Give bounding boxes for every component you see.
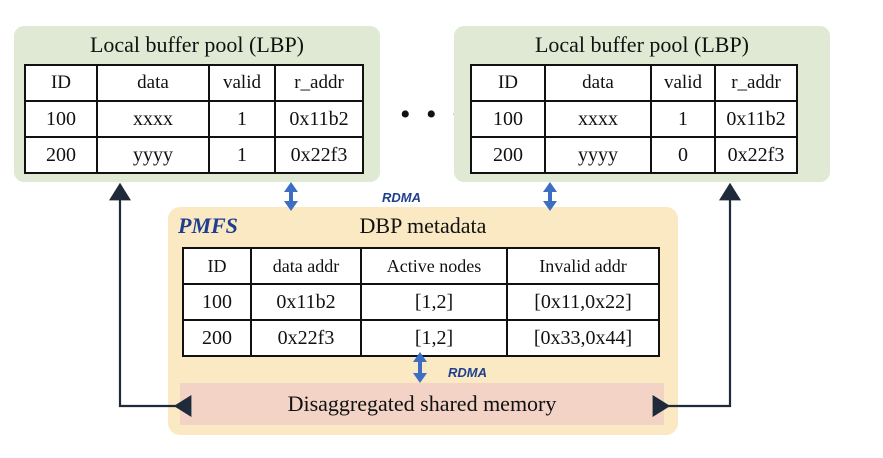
- cell-raddr: 0x22f3: [714, 136, 798, 174]
- cell-id: 100: [470, 100, 546, 138]
- cell-valid: 0: [650, 136, 716, 174]
- cell-invalid-addr: [0x11,0x22]: [506, 283, 660, 321]
- col-header-invalid-addr: Invalid addr: [506, 247, 660, 285]
- rdma-double-arrow-bottom: [413, 352, 427, 383]
- col-header-data: data: [96, 64, 210, 102]
- cell-data: yyyy: [96, 136, 210, 174]
- col-header-active-nodes: Active nodes: [360, 247, 508, 285]
- cell-id: 200: [182, 319, 252, 357]
- cell-data: xxxx: [96, 100, 210, 138]
- col-header-valid: valid: [208, 64, 276, 102]
- table-row: 200 yyyy 0 0x22f3: [470, 136, 798, 174]
- col-header-data: data: [544, 64, 652, 102]
- cell-active-nodes: [1,2]: [360, 283, 508, 321]
- lbp-left-table: ID data valid r_addr 100 xxxx 1 0x11b2 2…: [24, 64, 364, 174]
- cell-data-addr: 0x11b2: [250, 283, 362, 321]
- cell-raddr: 0x11b2: [274, 100, 364, 138]
- cell-data: yyyy: [544, 136, 652, 174]
- col-header-valid: valid: [650, 64, 716, 102]
- cell-data: xxxx: [544, 100, 652, 138]
- cell-invalid-addr: [0x33,0x44]: [506, 319, 660, 357]
- dbp-metadata-title: DBP metadata: [359, 213, 487, 238]
- disaggregated-shared-memory: Disaggregated shared memory: [180, 383, 664, 425]
- lbp-right-table: ID data valid r_addr 100 xxxx 1 0x11b2 2…: [470, 64, 798, 174]
- col-header-id: ID: [470, 64, 546, 102]
- cell-raddr: 0x22f3: [274, 136, 364, 174]
- col-header-id: ID: [182, 247, 252, 285]
- table-row: 100 0x11b2 [1,2] [0x11,0x22]: [182, 283, 660, 321]
- col-header-raddr: r_addr: [274, 64, 364, 102]
- col-header-id: ID: [24, 64, 98, 102]
- cell-data-addr: 0x22f3: [250, 319, 362, 357]
- connector-right-arrow: [652, 182, 741, 417]
- rdma-label-bottom: RDMA: [448, 365, 487, 380]
- lbp-right-title: Local buffer pool (LBP): [534, 32, 750, 57]
- lbp-left: Local buffer pool (LBP) ID data valid r_…: [14, 26, 380, 182]
- col-header-data-addr: data addr: [250, 247, 362, 285]
- cell-valid: 1: [208, 136, 276, 174]
- cell-id: 200: [470, 136, 546, 174]
- cell-raddr: 0x11b2: [714, 100, 798, 138]
- cell-active-nodes: [1,2]: [360, 319, 508, 357]
- rdma-double-arrow-left: [284, 182, 298, 211]
- lbp-right: Local buffer pool (LBP) ID data valid r_…: [454, 26, 830, 182]
- table-header-row: ID data valid r_addr: [24, 64, 364, 102]
- connector-left-arrow: [109, 182, 192, 417]
- table-header-row: ID data addr Active nodes Invalid addr: [182, 247, 660, 285]
- lbp-left-title: Local buffer pool (LBP): [89, 32, 305, 57]
- cell-id: 100: [182, 283, 252, 321]
- cell-id: 100: [24, 100, 98, 138]
- table-header-row: ID data valid r_addr: [470, 64, 798, 102]
- rdma-label-top: RDMA: [382, 190, 421, 205]
- table-row: 100 xxxx 1 0x11b2: [24, 100, 364, 138]
- cell-id: 200: [24, 136, 98, 174]
- pmfs-box: DBP metadata PMFS ID data addr Active no…: [168, 207, 678, 435]
- cell-valid: 1: [208, 100, 276, 138]
- dbp-metadata-table: ID data addr Active nodes Invalid addr 1…: [182, 247, 660, 357]
- ellipsis: • • •: [400, 98, 467, 131]
- table-row: 100 xxxx 1 0x11b2: [470, 100, 798, 138]
- table-row: 200 0x22f3 [1,2] [0x33,0x44]: [182, 319, 660, 357]
- col-header-raddr: r_addr: [714, 64, 798, 102]
- cell-valid: 1: [650, 100, 716, 138]
- table-row: 200 yyyy 1 0x22f3: [24, 136, 364, 174]
- rdma-double-arrow-right: [543, 182, 557, 211]
